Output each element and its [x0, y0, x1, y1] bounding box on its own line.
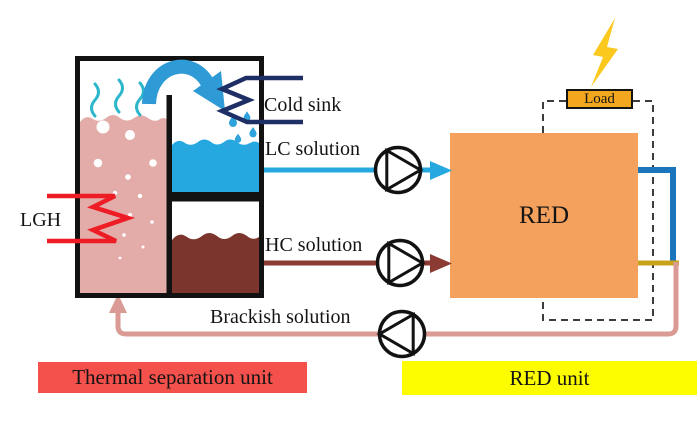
lc-pump-icon [373, 145, 424, 195]
lc-arrowhead [430, 161, 452, 180]
red-stack [450, 133, 638, 298]
heater-coil-icon [47, 193, 136, 244]
compartment-shelf [166, 192, 260, 202]
lc-liquid [172, 139, 259, 193]
brackish-solution-label: Brackish solution [210, 306, 351, 328]
hc-solution-label: HC solution [265, 234, 363, 256]
hot-brine-liquid [80, 115, 167, 296]
vapor-arrow-icon [142, 59, 225, 111]
load-box: Load [566, 89, 633, 109]
red-stack-label: RED [519, 201, 569, 229]
droplet-icon [224, 111, 257, 152]
divider-wall [166, 95, 172, 296]
lc-solution-label: LC solution [265, 138, 361, 160]
cold-sink-coil-icon [216, 75, 303, 125]
lgh-label: LGH [20, 209, 62, 231]
hc-arrowhead [430, 254, 452, 273]
lc-outlet-line [638, 167, 676, 261]
steam-icon [90, 78, 145, 118]
electric-wire-right [542, 100, 654, 321]
separation-tank [75, 56, 264, 298]
brackish-arrowhead [109, 294, 127, 313]
hc-pump-icon [375, 238, 426, 288]
lightning-bolt-icon [591, 18, 618, 87]
thermal-unit-caption: Thermal separation unit [38, 362, 307, 393]
cold-sink-label: Cold sink [264, 94, 342, 116]
hc-liquid [172, 233, 259, 296]
tank-border [75, 56, 264, 298]
brackish-pump-icon [376, 309, 427, 359]
red-unit-caption: RED unit [402, 361, 697, 395]
electric-wire-left [542, 100, 566, 133]
